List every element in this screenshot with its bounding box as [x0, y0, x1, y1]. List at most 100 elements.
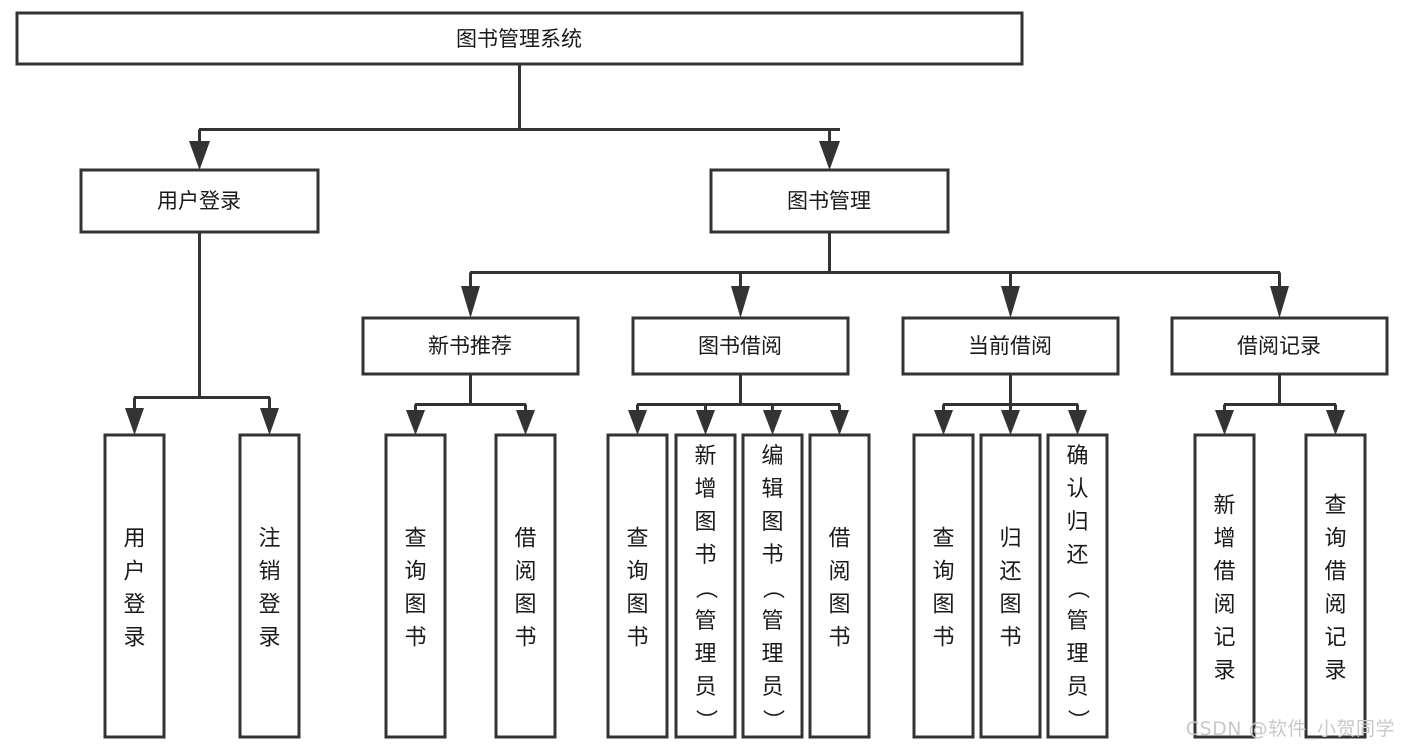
arrow-icon-book-borrow-1: [628, 410, 647, 435]
node-root[interactable]: 图书管理系统: [15, 11, 1024, 66]
svg-text:归: 归: [1066, 510, 1088, 535]
node-book-manage[interactable]: 图书管理: [709, 168, 950, 234]
svg-text:图: 图: [694, 510, 716, 535]
svg-text:户: 户: [123, 560, 145, 585]
node-current-borrow-box[interactable]: [901, 316, 1120, 376]
svg-text:借: 借: [1324, 560, 1346, 585]
connector-group-book-manage: [461, 232, 1289, 318]
node-leaf-query-record[interactable]: [1304, 433, 1367, 739]
svg-text:询: 询: [404, 560, 426, 585]
node-root-box[interactable]: [15, 11, 1024, 66]
node-leaf-confirm-return-box[interactable]: [1046, 433, 1109, 739]
svg-text:借: 借: [514, 527, 536, 552]
node-leaf-user-login-box[interactable]: [103, 433, 166, 739]
node-book-borrow-box[interactable]: [631, 316, 850, 376]
node-leaf-edit-book[interactable]: [741, 433, 804, 739]
svg-text:询: 询: [1324, 527, 1346, 552]
connector-group-current-borrow: [934, 374, 1087, 435]
node-leaf-logout-box[interactable]: [238, 433, 301, 739]
arrow-icon-new-book-rec-2: [516, 410, 535, 435]
arrow-icon-book-manage-1: [461, 286, 480, 318]
node-leaf-edit-book-box[interactable]: [741, 433, 804, 739]
node-leaf-query-book-1-box[interactable]: [384, 433, 447, 739]
svg-text:增: 增: [694, 477, 716, 502]
node-leaf-borrow-book-2[interactable]: [808, 433, 871, 739]
svg-text:阅: 阅: [1213, 593, 1235, 618]
svg-text:理: 理: [761, 642, 783, 667]
svg-text:编: 编: [761, 444, 783, 469]
svg-text:阅: 阅: [514, 560, 536, 585]
node-leaf-return-book[interactable]: [979, 433, 1042, 739]
arrow-icon-book-borrow-3: [763, 410, 782, 435]
arrow-icon-root-user-login: [189, 141, 210, 170]
node-leaf-query-book-1[interactable]: [384, 433, 447, 739]
svg-text:理: 理: [694, 642, 716, 667]
connector-group-user-login: [125, 232, 279, 435]
node-leaf-query-book-2-box[interactable]: [606, 433, 669, 739]
node-leaf-add-book-box[interactable]: [674, 433, 737, 739]
svg-text:理: 理: [1066, 642, 1088, 667]
svg-text:员: 员: [694, 675, 716, 700]
node-leaf-user-login[interactable]: [103, 433, 166, 739]
svg-text:图: 图: [828, 593, 850, 618]
node-new-book-rec[interactable]: 新书推荐: [361, 316, 580, 376]
svg-text:新: 新: [694, 444, 716, 469]
svg-text:查: 查: [404, 527, 426, 552]
node-leaf-add-record-box[interactable]: [1193, 433, 1256, 739]
svg-text:图: 图: [626, 593, 648, 618]
node-book-manage-box[interactable]: [709, 168, 950, 234]
svg-text:员: 员: [1066, 675, 1088, 700]
node-leaf-query-book-3[interactable]: [912, 433, 975, 739]
connector-group-root: [189, 64, 840, 170]
svg-text:增: 增: [1213, 527, 1235, 552]
svg-text:录: 录: [1213, 659, 1235, 684]
connector-group-book-borrow: [628, 374, 849, 435]
node-user-login[interactable]: 用户登录: [79, 168, 320, 234]
node-book-borrow-label: 图书借阅: [698, 334, 782, 358]
arrow-icon-user-login-2: [260, 408, 279, 435]
node-current-borrow-label: 当前借阅: [968, 334, 1052, 358]
node-leaf-borrow-book-1-box[interactable]: [494, 433, 557, 739]
arrow-icon-root-book-manage: [819, 141, 840, 170]
node-leaf-query-book-2[interactable]: [606, 433, 669, 739]
node-leaf-query-book-3-box[interactable]: [912, 433, 975, 739]
node-current-borrow[interactable]: 当前借阅: [901, 316, 1120, 376]
svg-text:）: ）: [1064, 709, 1089, 731]
node-user-login-label: 用户登录: [157, 189, 241, 213]
svg-text:书: 书: [932, 626, 954, 651]
arrow-icon-book-borrow-4: [830, 410, 849, 435]
svg-text:（: （: [692, 577, 717, 599]
node-leaf-confirm-return[interactable]: [1046, 433, 1109, 739]
svg-text:管: 管: [1066, 609, 1088, 634]
svg-text:书: 书: [761, 543, 783, 568]
svg-text:借: 借: [828, 527, 850, 552]
node-leaf-add-record[interactable]: [1193, 433, 1256, 739]
arrow-icon-current-borrow-1: [934, 410, 953, 435]
node-leaf-add-book[interactable]: [674, 433, 737, 739]
svg-text:阅: 阅: [828, 560, 850, 585]
svg-text:归: 归: [999, 527, 1021, 552]
svg-text:注: 注: [258, 527, 280, 552]
node-borrow-record[interactable]: 借阅记录: [1170, 316, 1389, 376]
node-leaf-logout[interactable]: [238, 433, 301, 739]
node-borrow-record-box[interactable]: [1170, 316, 1389, 376]
node-leaf-borrow-book-2-box[interactable]: [808, 433, 871, 739]
svg-text:询: 询: [626, 560, 648, 585]
svg-text:）: ）: [759, 709, 784, 731]
node-user-login-box[interactable]: [79, 168, 320, 234]
arrow-icon-new-book-rec-1: [406, 410, 425, 435]
svg-text:员: 员: [761, 675, 783, 700]
node-leaf-return-book-box[interactable]: [979, 433, 1042, 739]
node-new-book-rec-box[interactable]: [361, 316, 580, 376]
node-book-borrow[interactable]: 图书借阅: [631, 316, 850, 376]
node-leaf-borrow-book-1[interactable]: [494, 433, 557, 739]
node-leaf-query-record-box[interactable]: [1304, 433, 1367, 739]
svg-text:阅: 阅: [1324, 593, 1346, 618]
svg-text:（: （: [1064, 577, 1089, 599]
